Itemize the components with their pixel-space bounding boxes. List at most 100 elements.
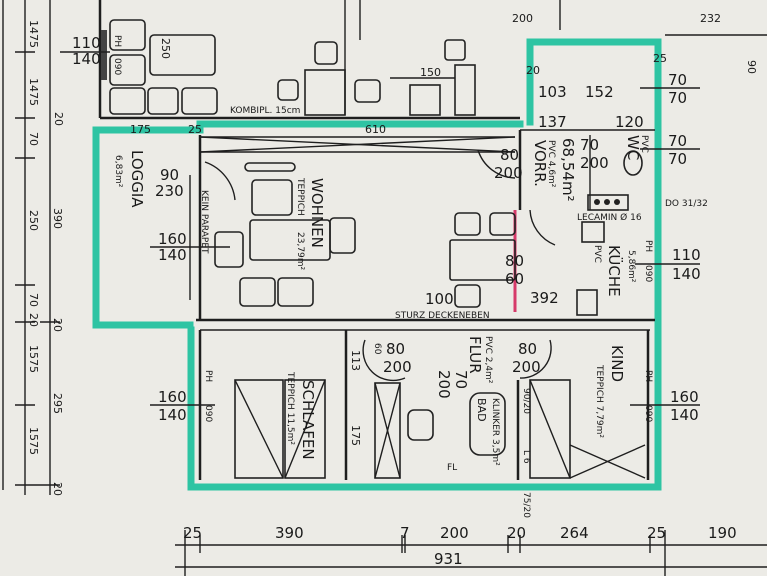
dim-left: 70 (27, 132, 40, 146)
dim-25: 25 (188, 123, 202, 136)
dim-left: 1575 (27, 345, 40, 373)
room-area-loggia: 6,83m² (113, 155, 123, 188)
door-sleep-w: 80 (386, 340, 405, 358)
ph-label: PH (203, 370, 213, 382)
dim-bottom: 190 (708, 524, 737, 542)
window-loggia-h: 230 (155, 182, 184, 200)
window-right2-w: 70 (668, 132, 687, 150)
window-top-left-h: 140 (72, 50, 101, 68)
door-living-w: 80 (505, 252, 524, 270)
door-sleep-h: 200 (383, 358, 412, 376)
room-name-kind: KIND (608, 345, 626, 382)
ph-label: PH (112, 35, 122, 47)
dim-left: 1475 (27, 78, 40, 106)
dim-137: 137 (538, 113, 567, 131)
room-name-wohnen: WOHNEN (308, 178, 326, 248)
door-vorr-h: 200 (494, 164, 523, 182)
dim-bottom: 25 (183, 524, 202, 542)
ph-label: PH (643, 240, 653, 252)
room-floor-flur: PVC 2,4m² (483, 336, 493, 384)
dim-103: 103 (538, 83, 567, 101)
dim-bottom: 264 (560, 524, 589, 542)
room-floor-bad: KLINKER 3,5m² (490, 398, 500, 466)
door-vorr-w: 80 (500, 146, 519, 164)
dim-120: 120 (615, 113, 644, 131)
dim-left: 70 (27, 293, 40, 307)
room-floor-kueche: PVC (592, 245, 602, 263)
window-right1-h: 70 (668, 89, 687, 107)
window-kitchen-h: 140 (672, 265, 701, 283)
sill-label: 090 (203, 405, 213, 422)
dim-bottom: 200 (440, 524, 469, 542)
dim-bottom: 20 (507, 524, 526, 542)
dim-392: 392 (530, 289, 559, 307)
l6-label: L 6 (521, 450, 531, 464)
upper-apartment: PH 090 110 140 250 KOMBIPL. 15cm 150 200… (60, 0, 767, 120)
window-kitchen-w: 110 (672, 246, 701, 264)
bottom-dimension-chain: 25 390 7 200 20 264 25 190 931 (175, 524, 767, 576)
dim-left-outer: 295 (51, 393, 64, 414)
dim-left: 1575 (27, 427, 40, 455)
left-dimension-chain: 1475 1475 20 70 250 70 20 1575 1575 390 … (2, 0, 65, 496)
window-right1-w: 70 (668, 71, 687, 89)
window-living-w: 160 (158, 230, 187, 248)
room-floor-schlafen: TEPPICH 11,5m² (285, 371, 295, 445)
window-loggia-w: 90 (160, 166, 179, 184)
dim-25-top: 25 (653, 52, 667, 65)
parapet-label: KEIN PARAPET (199, 190, 209, 254)
door-bath-w: 70 (452, 370, 470, 389)
room-floor-kind: TEPPICH 7,79m² (594, 364, 604, 438)
dim-113: 113 (349, 350, 362, 371)
room-floor-vorraum: PVC 4,6m² (546, 140, 556, 188)
dim-90: 90 (745, 60, 758, 74)
dim-152: 152 (585, 83, 614, 101)
dim-left: 20 (52, 112, 65, 126)
room-name-loggia: LOGGIA (128, 150, 146, 208)
sill-label: 090 (112, 58, 122, 75)
sill-label: 090 (643, 265, 653, 282)
room-name-schlafen: SCHLAFEN (299, 380, 317, 460)
door-bath-h: 200 (435, 370, 453, 399)
dim-bottom: 390 (275, 524, 304, 542)
room-name-wc: WC (624, 135, 642, 160)
dim-200: 200 (512, 12, 533, 25)
window-top-left-w: 110 (72, 34, 101, 52)
room-name-flur: FLUR (466, 336, 484, 374)
room-area-wohnen: 23,79m² (295, 232, 305, 271)
dim-bottom: 25 (647, 524, 666, 542)
kombipl-label: KOMBIPL. 15cm (230, 106, 300, 116)
lecamin-label: LECAMIN Ø 16 (577, 212, 642, 223)
bath-window-label-2: 75/20 (521, 492, 531, 518)
dim-left: 1475 (27, 20, 40, 48)
dim-20: 20 (526, 64, 540, 77)
window-sleep-h: 140 (158, 406, 187, 424)
door-living-h: 60 (505, 270, 524, 288)
dim-100: 100 (425, 290, 454, 308)
room-floor-wohnen: TEPPICH (295, 177, 305, 216)
window-right2-h: 70 (668, 150, 687, 168)
door-kind-w: 80 (518, 340, 537, 358)
window-kind-w: 160 (670, 388, 699, 406)
room-name-vorraum: VORR. (531, 140, 549, 187)
dim-bottom: 7 (400, 524, 410, 542)
room-floor-wc: PVC (639, 135, 649, 153)
fl-label: FL (447, 463, 457, 473)
do-label: DO 31/32 (665, 199, 708, 209)
door-wc-w: 70 (580, 136, 599, 154)
sill-label: 090 (643, 405, 653, 422)
sturz-label: STURZ DECKENEBEN (395, 311, 490, 321)
door-wc-h: 200 (580, 154, 609, 172)
door-kind-h: 200 (512, 358, 541, 376)
dim-150: 150 (420, 66, 441, 79)
dim-60: 60 (372, 343, 382, 355)
window-sleep-w: 160 (158, 388, 187, 406)
bedroom-area: SCHLAFEN TEPPICH 11,5m² FLUR PVC 2,4m² B… (150, 329, 700, 518)
room-area-kueche: 5,86m² (626, 250, 636, 283)
ph-label: PH (643, 370, 653, 382)
living-area: LOGGIA 6,83m² WOHNEN TEPPICH 23,79m² KEI… (113, 123, 524, 321)
dim-232: 232 (700, 12, 721, 25)
dim-left: 250 (27, 210, 40, 231)
room-name-kueche: KÜCHE (605, 245, 624, 297)
dim-left-outer: 20 (51, 318, 64, 332)
